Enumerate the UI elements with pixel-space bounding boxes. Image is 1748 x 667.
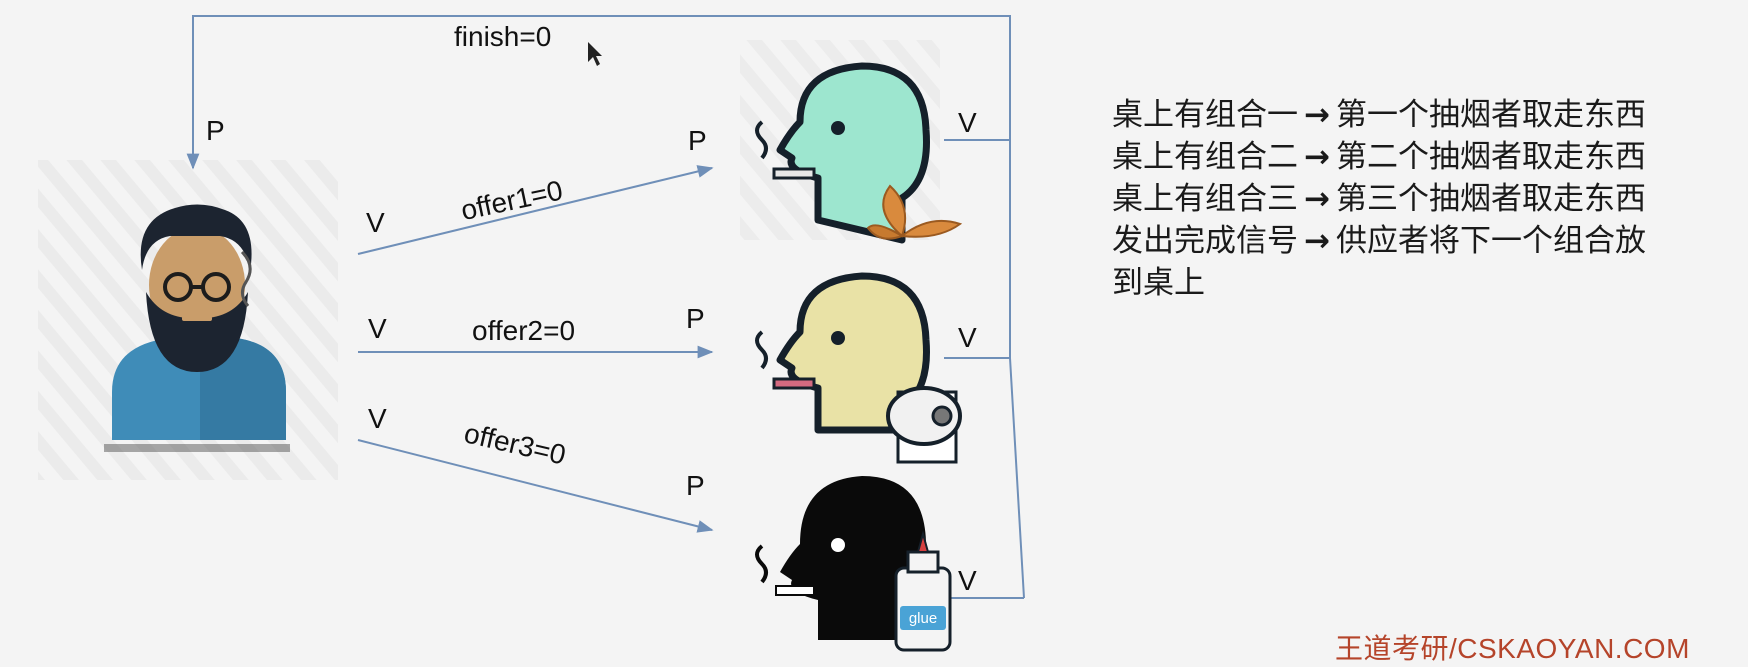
toilet-paper-icon bbox=[886, 386, 962, 464]
description-panel: 桌上有组合一→第一个抽烟者取走东西 桌上有组合二→第二个抽烟者取走东西 桌上有组… bbox=[1112, 94, 1742, 304]
supplier-icon bbox=[104, 204, 290, 452]
smoker3-icon: glue bbox=[755, 476, 952, 652]
description-line-2: 桌上有组合二→第二个抽烟者取走东西 bbox=[1112, 136, 1742, 178]
description-line-3-right: 第三个抽烟者取走东西 bbox=[1335, 181, 1646, 217]
offer2-v-label: V bbox=[368, 313, 387, 344]
description-line-4-right: 供应者将下一个组合放 bbox=[1335, 223, 1646, 259]
description-line-2-right: 第二个抽烟者取走东西 bbox=[1335, 139, 1646, 175]
smoker2-icon bbox=[755, 272, 962, 464]
finish-loop bbox=[186, 15, 1025, 599]
offer1-label: offer1=0 bbox=[458, 174, 565, 226]
offer2-label: offer2=0 bbox=[472, 315, 575, 346]
offer1-p-label: P bbox=[688, 125, 707, 156]
arrow-icon: → bbox=[1304, 97, 1330, 133]
offer1-edge bbox=[357, 165, 714, 255]
cursor-icon bbox=[588, 42, 602, 66]
offer3-p-label: P bbox=[686, 470, 705, 501]
arrow-icon: → bbox=[1304, 223, 1330, 259]
arrow-icon: → bbox=[1304, 139, 1330, 175]
description-line-1-left: 桌上有组合一 bbox=[1112, 97, 1298, 133]
smoker2-v-label: V bbox=[958, 322, 977, 353]
description-line-2-left: 桌上有组合二 bbox=[1112, 139, 1298, 175]
offer3-edge bbox=[357, 439, 714, 533]
supplier-p-label: P bbox=[206, 115, 225, 146]
glue-bottle-icon: glue bbox=[894, 530, 952, 652]
description-line-1: 桌上有组合一→第一个抽烟者取走东西 bbox=[1112, 94, 1742, 136]
finish-label: finish=0 bbox=[454, 21, 551, 52]
offer2-p-label: P bbox=[686, 303, 705, 334]
offer1-v-label: V bbox=[366, 207, 385, 238]
description-line-4-left: 发出完成信号 bbox=[1112, 223, 1298, 259]
offer3-label: offer3=0 bbox=[461, 417, 568, 470]
description-line-1-right: 第一个抽烟者取走东西 bbox=[1335, 97, 1646, 133]
glue-label: glue bbox=[909, 610, 937, 627]
watermark: 王道考研/CSKAOYAN.COM bbox=[1335, 633, 1690, 664]
description-line-3: 桌上有组合三→第三个抽烟者取走东西 bbox=[1112, 178, 1742, 220]
smoker1-icon bbox=[755, 62, 963, 244]
tobacco-leaf-icon bbox=[866, 184, 963, 240]
smoker1-v-label: V bbox=[958, 107, 977, 138]
arrow-icon: → bbox=[1304, 181, 1330, 217]
description-line-5: 到桌上 bbox=[1112, 265, 1205, 301]
description-line-3-left: 桌上有组合三 bbox=[1112, 181, 1298, 217]
smoker3-v-label: V bbox=[958, 565, 977, 596]
offer3-v-label: V bbox=[368, 403, 387, 434]
description-line-4: 发出完成信号→供应者将下一个组合放 bbox=[1112, 220, 1742, 262]
